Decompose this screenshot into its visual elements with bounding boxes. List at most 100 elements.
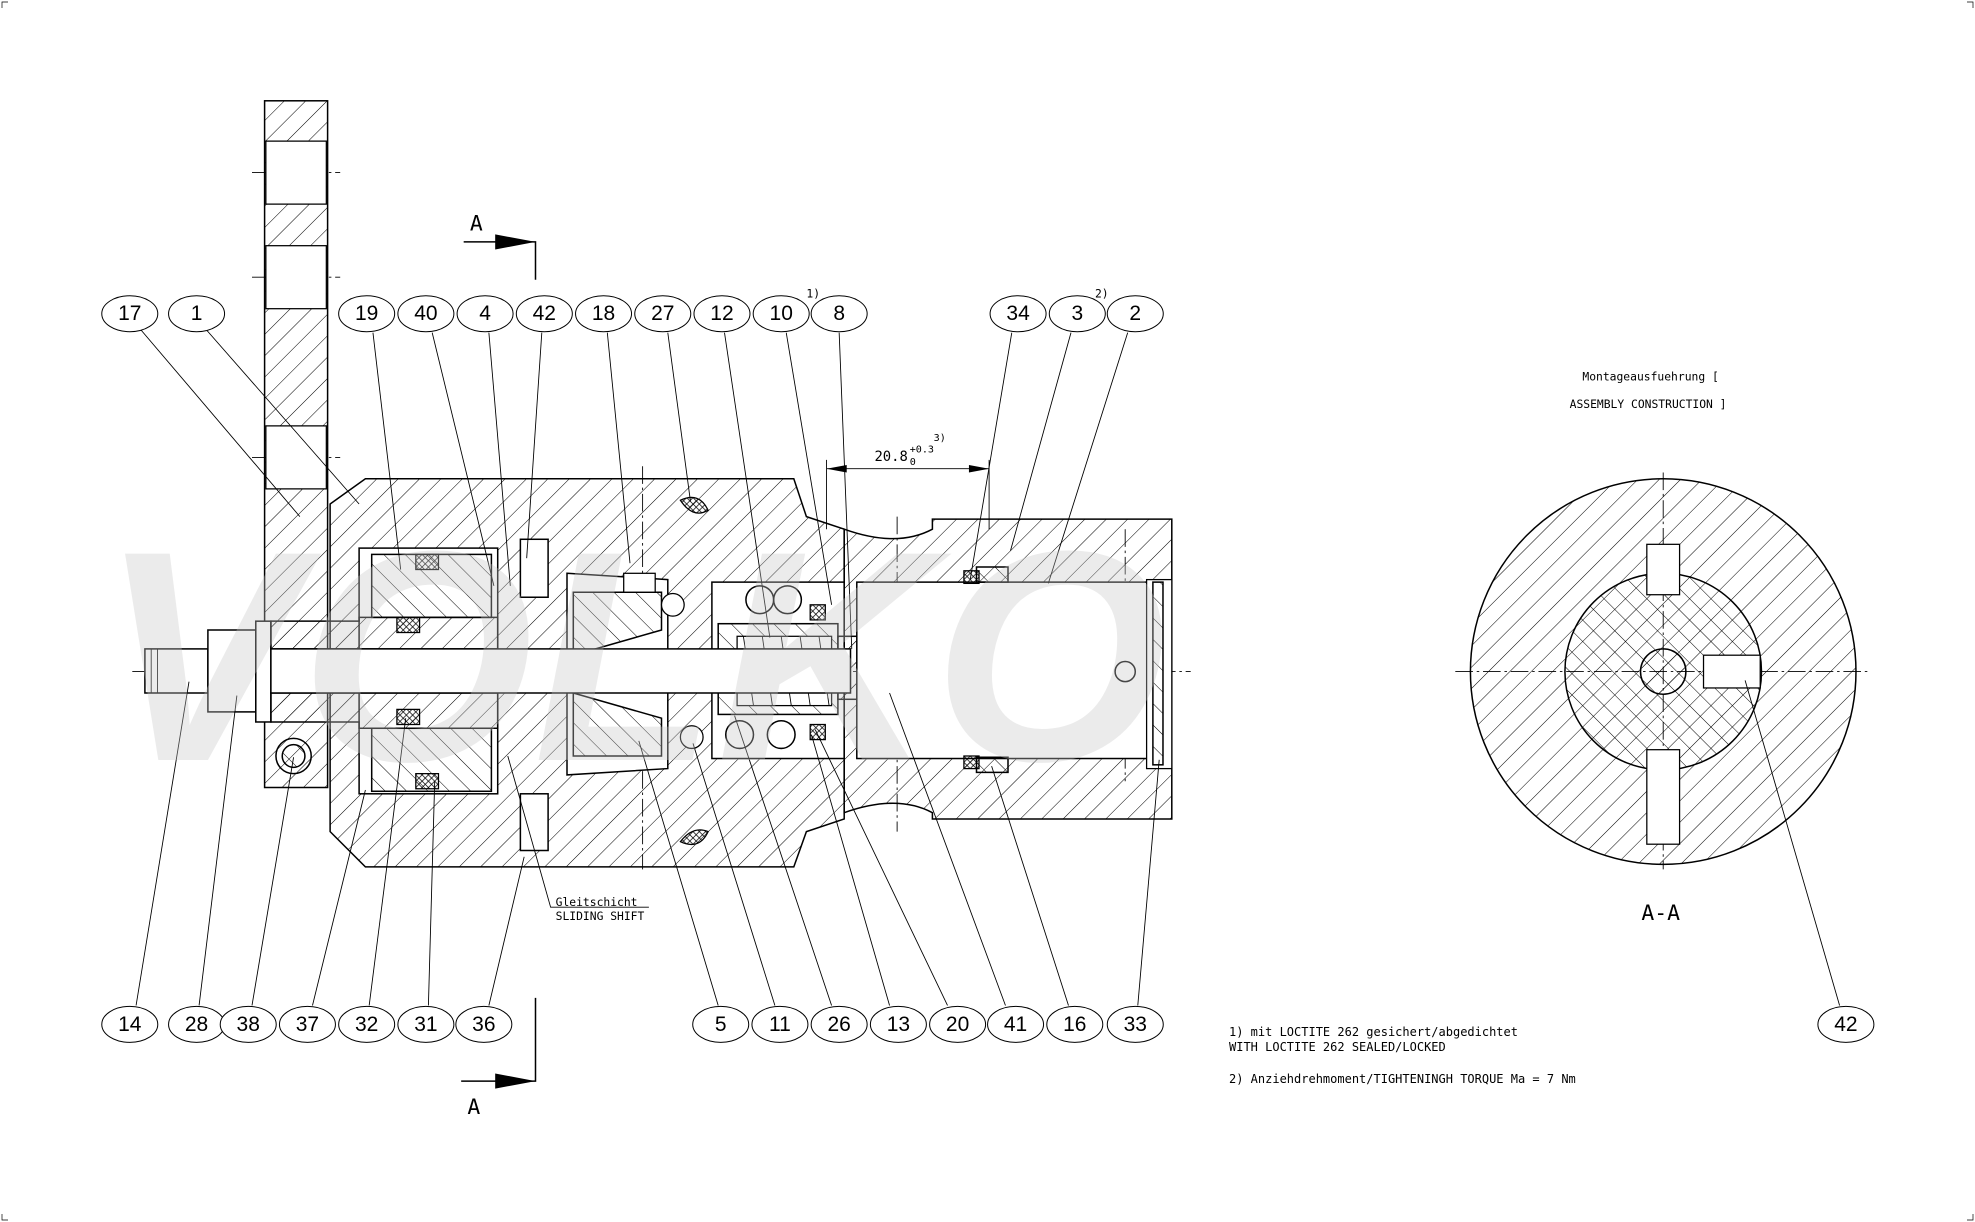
- balloon: 42: [1817, 1005, 1875, 1043]
- balloon-outline: [751, 1005, 809, 1043]
- balloon-number: 42: [533, 302, 556, 325]
- section-view-label: A-A: [1641, 901, 1680, 926]
- balloon-outline: [455, 1005, 513, 1043]
- balloon: 41: [987, 1005, 1045, 1043]
- balloon: 4: [456, 295, 514, 333]
- balloon: 32: [338, 1005, 396, 1043]
- balloon-outline: [634, 295, 692, 333]
- balloon-outline: [752, 295, 810, 333]
- note-ref-1: 1): [806, 286, 820, 300]
- balloon-number: 1: [191, 302, 203, 325]
- balloon-outline: [338, 295, 396, 333]
- section-view-a-a: Montageausfuehrung [ ASSEMBLY CONSTRUCTI…: [1469, 370, 1857, 926]
- balloon: 19: [338, 295, 396, 333]
- balloon: 18: [575, 295, 633, 333]
- balloon: 10: [752, 295, 810, 333]
- section-marker-top: A: [463, 212, 537, 280]
- balloon-number: 42: [1834, 1013, 1857, 1036]
- svg-text:A: A: [470, 212, 483, 237]
- balloon: 26: [810, 1005, 868, 1043]
- balloon-number: 37: [296, 1013, 319, 1036]
- balloon-number: 2: [1129, 302, 1141, 325]
- notes-block: 1) mit LOCTITE 262 gesichert/abgedichtet…: [1229, 1025, 1576, 1086]
- balloon-number: 32: [355, 1013, 378, 1036]
- balloon-number: 10: [770, 302, 793, 325]
- balloon: 40: [397, 295, 455, 333]
- svg-text:A: A: [467, 1095, 480, 1120]
- note-2: 2) Anziehdrehmoment/TIGHTENINGH TORQUE M…: [1229, 1072, 1576, 1086]
- balloon-outline: [1106, 1005, 1164, 1043]
- balloon: 16: [1046, 1005, 1104, 1043]
- assembly-title-en: ASSEMBLY CONSTRUCTION ]: [1570, 397, 1727, 411]
- balloon: 38: [219, 1005, 277, 1043]
- balloon-number: 4: [479, 302, 491, 325]
- balloon: 36: [455, 1005, 513, 1043]
- balloon-number: 5: [715, 1013, 727, 1036]
- svg-text:3): 3): [934, 433, 946, 444]
- balloon-number: 36: [472, 1013, 495, 1036]
- balloon-number: 3: [1071, 302, 1083, 325]
- balloon-outline: [869, 1005, 927, 1043]
- svg-text:0: 0: [910, 457, 916, 468]
- balloon-number: 16: [1063, 1013, 1086, 1036]
- sleeve-part: [843, 518, 1173, 820]
- balloon-number: 27: [651, 302, 674, 325]
- balloon: 28: [168, 1005, 226, 1043]
- section-marker-bottom: A: [461, 997, 537, 1120]
- note-1-en: WITH LOCTITE 262 SEALED/LOCKED: [1229, 1040, 1446, 1054]
- balloon: 20: [929, 1005, 987, 1043]
- balloon-number: 19: [355, 302, 378, 325]
- balloon: 31: [397, 1005, 455, 1043]
- note-ref-2: 2): [1095, 286, 1109, 300]
- balloon-outline: [515, 295, 573, 333]
- balloon: 14: [101, 1005, 159, 1043]
- balloon-number: 38: [237, 1013, 260, 1036]
- balloon: 17: [101, 295, 159, 333]
- balloon-outline: [929, 1005, 987, 1043]
- balloon-outline: [693, 295, 751, 333]
- balloon: 12: [693, 295, 751, 333]
- balloon-outline: [397, 1005, 455, 1043]
- balloon-number: 17: [118, 302, 141, 325]
- balloon-outline: [1048, 295, 1106, 333]
- svg-text:SLIDING SHIFT: SLIDING SHIFT: [556, 909, 645, 923]
- balloon-outline: [397, 295, 455, 333]
- balloon-number: 8: [833, 302, 845, 325]
- balloon-outline: [1106, 295, 1164, 333]
- dimension-20-8: 20.8 +0.3 0 3): [826, 433, 990, 530]
- balloon: 2: [1106, 295, 1164, 333]
- balloon-number: 28: [185, 1013, 208, 1036]
- balloon: 33: [1106, 1005, 1164, 1043]
- balloon-number: 12: [710, 302, 733, 325]
- balloon-outline: [810, 1005, 868, 1043]
- balloon-number: 20: [946, 1013, 969, 1036]
- balloon-outline: [810, 295, 868, 333]
- balloon: 3: [1048, 295, 1106, 333]
- leader-lines: [135, 329, 1841, 1006]
- balloon-outline: [101, 1005, 159, 1043]
- balloon-outline: [219, 1005, 277, 1043]
- balloon-number: 14: [118, 1013, 142, 1036]
- balloon-number: 11: [769, 1013, 791, 1036]
- balloon: 34: [989, 295, 1047, 333]
- balloon: 27: [634, 295, 692, 333]
- balloon-number: 31: [414, 1013, 437, 1036]
- svg-text:20.8: 20.8: [874, 449, 907, 465]
- balloon-number: 41: [1004, 1013, 1027, 1036]
- balloon-number: 33: [1124, 1013, 1147, 1036]
- balloon-number: 34: [1006, 302, 1030, 325]
- svg-text:Gleitschicht: Gleitschicht: [556, 895, 638, 909]
- balloon-outline: [987, 1005, 1045, 1043]
- assembly-title-de: Montageausfuehrung [: [1582, 370, 1718, 384]
- balloon: 8: [810, 295, 868, 333]
- balloon: 11: [751, 1005, 809, 1043]
- balloon: 37: [278, 1005, 336, 1043]
- balloon-number: 40: [414, 302, 437, 325]
- balloon-outline: [101, 295, 159, 333]
- balloon-number: 13: [887, 1013, 910, 1036]
- balloon-outline: [1046, 1005, 1104, 1043]
- balloon-number: 26: [827, 1013, 850, 1036]
